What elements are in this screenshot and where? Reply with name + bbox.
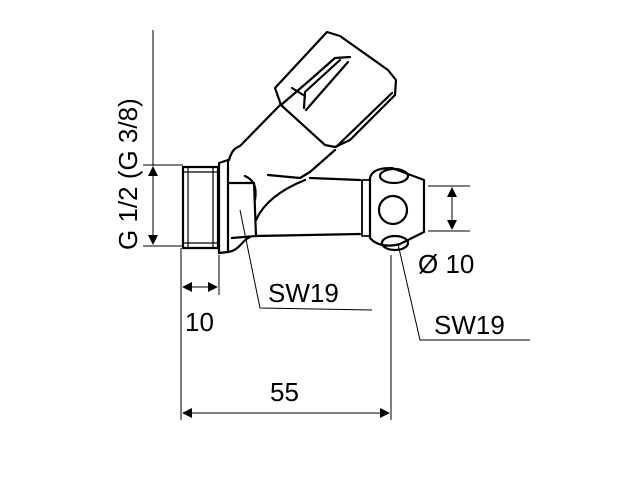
outlet-diameter-label: Ø 10 xyxy=(418,249,474,279)
left-hex-label: SW19 xyxy=(268,278,339,308)
valve-body xyxy=(181,30,426,255)
thread-size-label: G 1/2 (G 3/8) xyxy=(113,98,143,250)
right-hex-nut xyxy=(368,166,426,247)
overall-length-label: 55 xyxy=(270,377,299,407)
threaded-connector xyxy=(181,165,220,250)
left-hex-nut xyxy=(226,181,258,240)
thread-length-label: 10 xyxy=(185,307,214,337)
flange xyxy=(217,158,230,255)
right-hex-label: SW19 xyxy=(434,310,505,340)
dimension-lines xyxy=(143,30,530,420)
